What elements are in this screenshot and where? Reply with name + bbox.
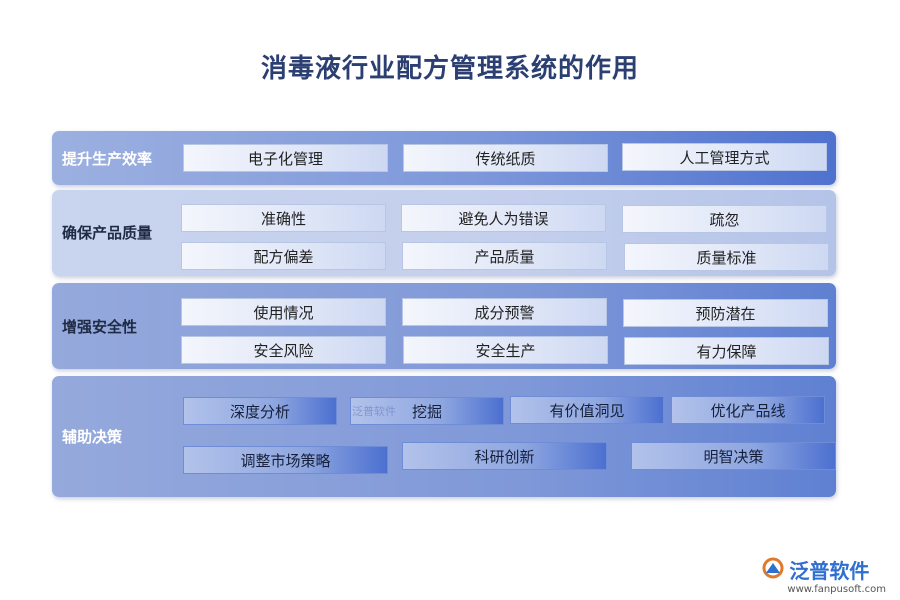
item-box: 预防潜在 <box>623 299 828 327</box>
page-title: 消毒液行业配方管理系统的作用 <box>260 54 639 84</box>
watermark: 泛普软件 <box>352 405 396 418</box>
item-box: 准确性 <box>181 204 386 232</box>
item-box: 调整市场策略 <box>183 446 388 474</box>
item-box: 成分预警 <box>402 298 607 326</box>
item-box: 电子化管理 <box>183 144 388 172</box>
item-box: 质量标准 <box>624 243 829 271</box>
band-safety: 增强安全性 使用情况 成分预警 预防潜在 安全风险 安全生产 有力保障 <box>52 283 836 369</box>
logo-icon <box>761 557 785 583</box>
item-box: 挖掘 <box>350 397 504 425</box>
logo-name: 泛普软件 <box>789 559 870 583</box>
item-box: 疏忽 <box>622 205 827 233</box>
item-box: 传统纸质 <box>403 144 608 172</box>
item-box: 深度分析 <box>183 397 337 425</box>
item-box: 明智决策 <box>631 442 836 470</box>
item-box: 有力保障 <box>624 337 829 365</box>
band-label: 确保产品质量 <box>62 224 153 242</box>
item-box: 配方偏差 <box>181 242 386 270</box>
band-label: 辅助决策 <box>62 428 123 446</box>
band-label: 提升生产效率 <box>62 150 153 168</box>
band-label: 增强安全性 <box>62 318 138 336</box>
item-box: 优化产品线 <box>671 396 825 424</box>
item-box: 使用情况 <box>181 298 386 326</box>
band-efficiency: 提升生产效率 电子化管理 传统纸质 人工管理方式 <box>52 131 836 185</box>
item-box: 科研创新 <box>402 442 607 470</box>
logo-url: www.fanpusoft.com <box>787 584 886 595</box>
item-box: 安全生产 <box>403 336 608 364</box>
item-box: 有价值洞见 <box>510 396 664 424</box>
band-quality: 确保产品质量 准确性 避免人为错误 疏忽 配方偏差 产品质量 质量标准 <box>52 190 836 276</box>
item-box: 安全风险 <box>181 336 386 364</box>
brand-logo: 泛普软件 www.fanpusoft.com <box>761 555 886 595</box>
item-box: 避免人为错误 <box>401 204 606 232</box>
item-box: 人工管理方式 <box>622 143 827 171</box>
band-decision: 辅助决策 深度分析 挖掘 有价值洞见 优化产品线 调整市场策略 科研创新 明智决… <box>52 376 836 497</box>
item-box: 产品质量 <box>402 242 607 270</box>
